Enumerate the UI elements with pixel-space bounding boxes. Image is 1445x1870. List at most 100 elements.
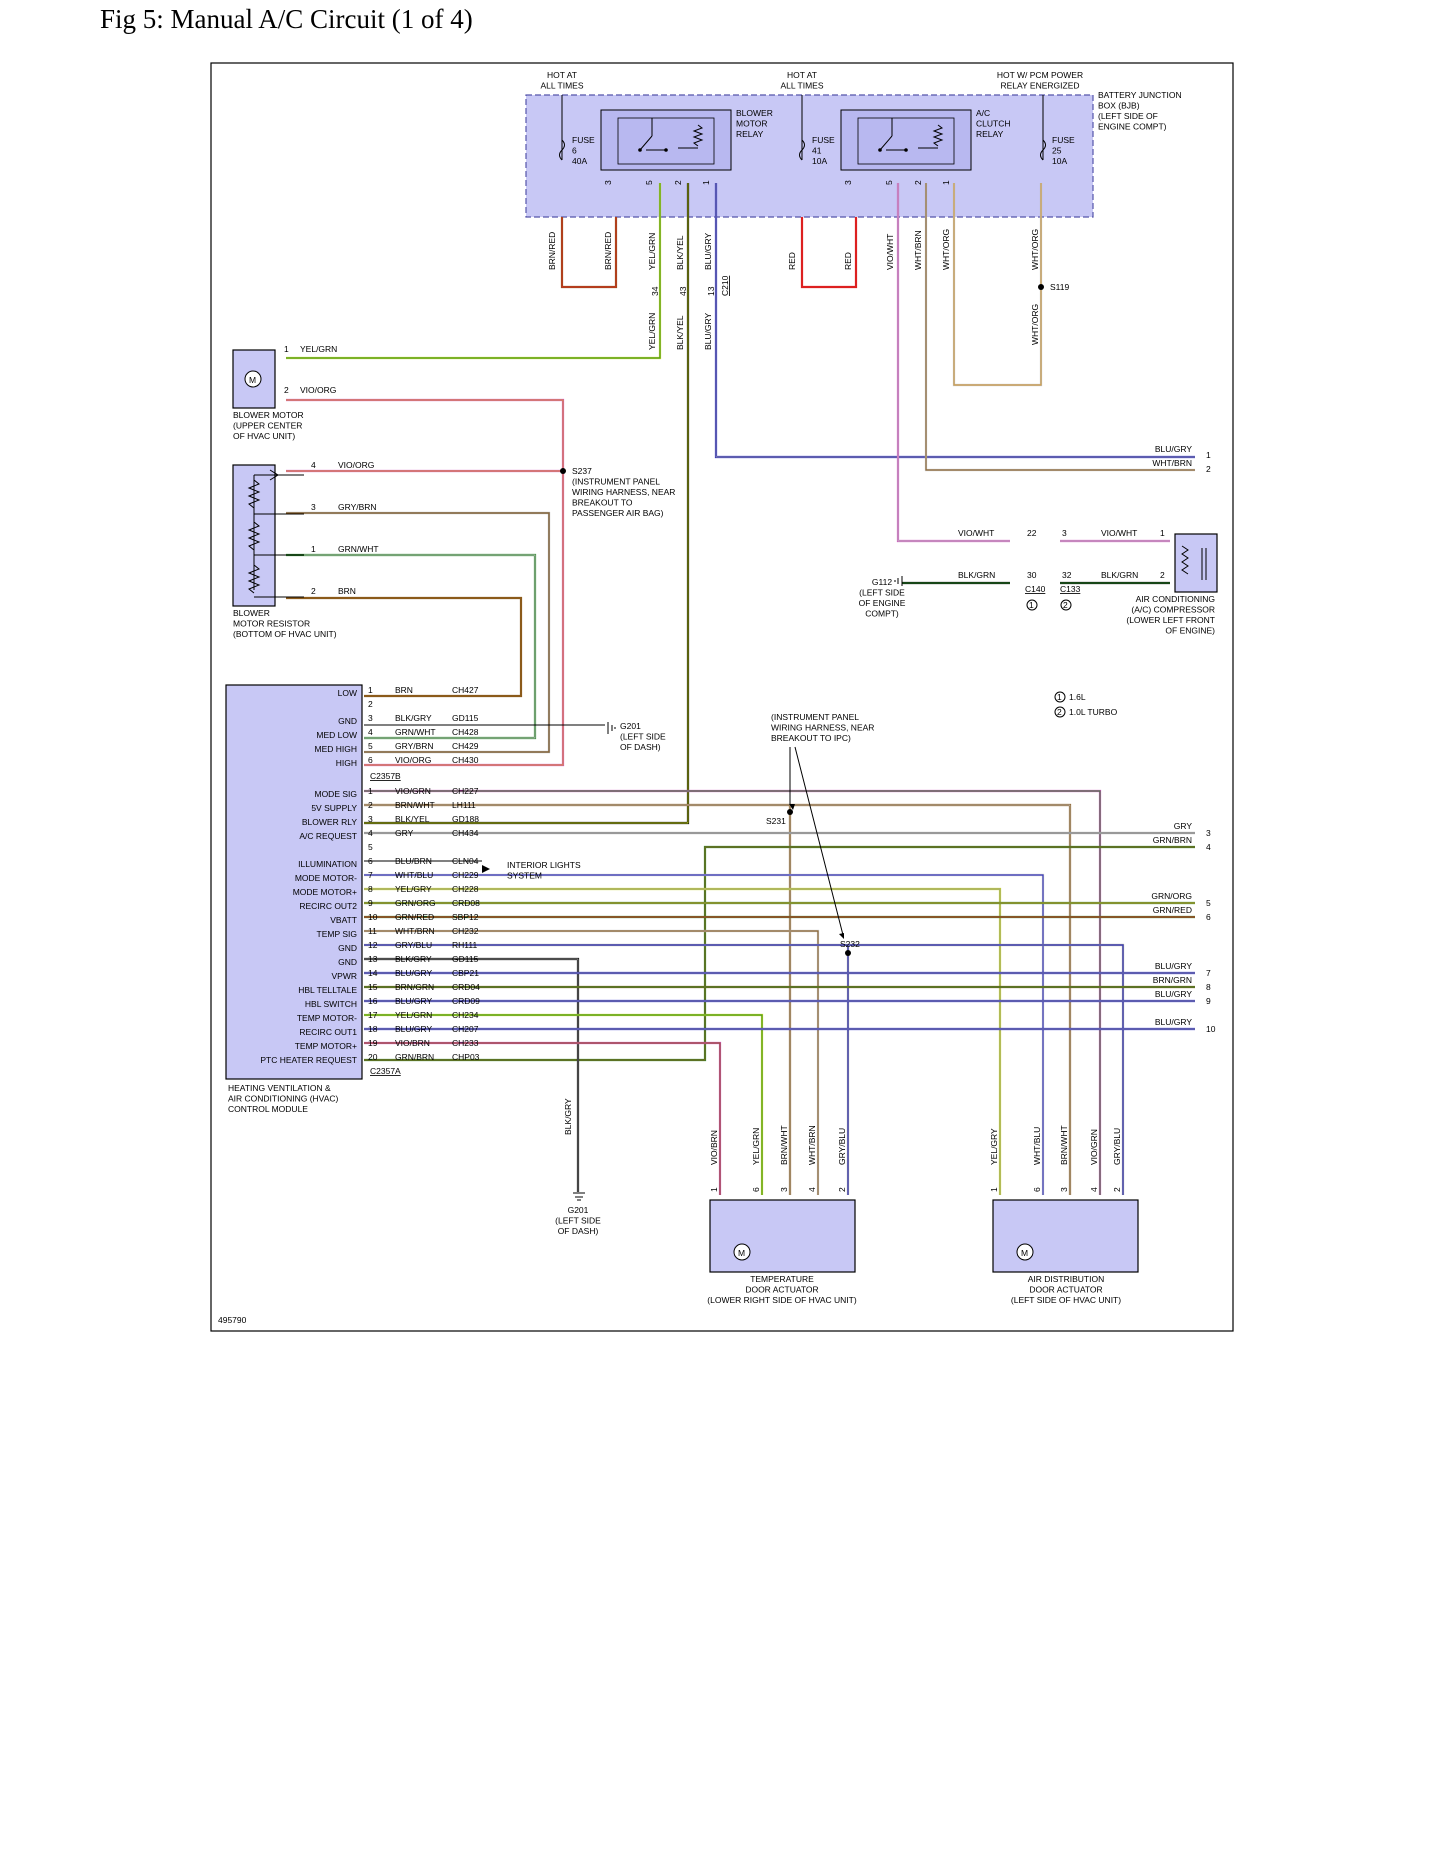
hvac-a-wire-14: BLU/GRY	[395, 968, 432, 978]
air-act-pin-1: 1	[989, 1187, 999, 1192]
fuse-25-icon	[1040, 139, 1046, 161]
hvac-a-circuit-17: CH234	[452, 1010, 479, 1020]
c210-wire-2: BLK/YEL	[675, 315, 685, 350]
blower-motor: M	[232, 349, 276, 409]
hvac-b-pin-2: 2	[368, 699, 373, 709]
bjb-wire-label-7: VIO/WHT	[885, 234, 895, 270]
hvac-b-wire-1: BRN	[395, 685, 413, 695]
hvac-a-wire-12: GRY/BLU	[395, 940, 432, 950]
air-act-pin-6: 6	[1032, 1187, 1042, 1192]
temp-act-wire-1: VIO/BRN	[709, 1130, 719, 1165]
hvac-a-wire-8: YEL/GRY	[395, 884, 432, 894]
ac-relay-pin-2: 2	[913, 180, 923, 185]
bjb-wire-label-6: RED	[843, 252, 853, 270]
temp-act-pin-4: 4	[807, 1187, 817, 1192]
out-wire-8: BRN/GRN	[1153, 975, 1192, 985]
out-top-num-1: 1	[1206, 450, 1211, 460]
out-wire-6: GRN/RED	[1153, 905, 1192, 915]
hvac-a-pin-15: 15	[368, 982, 378, 992]
g201-bottom-ground-icon	[573, 1192, 585, 1201]
hvac-a-circuit-10: SBP12	[452, 912, 479, 922]
air-act-pin-2: 2	[1112, 1187, 1122, 1192]
hvac-a-pin-19: 19	[368, 1038, 378, 1048]
resistor-pin-3: 3	[311, 502, 316, 512]
hvac-a-circuit-2: LH111	[452, 800, 476, 810]
hvac-a-wire-11: WHT/BRN	[395, 926, 435, 936]
hvac-a-func-2: 5V SUPPLY	[311, 803, 357, 813]
temp-act-pin-3: 3	[779, 1187, 789, 1192]
hvac-a-func-18: RECIRC OUT1	[299, 1027, 357, 1037]
s119-splice	[1038, 284, 1044, 290]
air-act-wire-1: YEL/GRY	[989, 1128, 999, 1165]
wire-a17-yel-grn	[364, 1013, 764, 1195]
c133-label: C133	[1060, 584, 1081, 594]
wire-a19-vio-brn	[364, 1041, 722, 1195]
hvac-a-func-6: ILLUMINATION	[298, 859, 357, 869]
hvac-a-wire-7: WHT/BLU	[395, 870, 433, 880]
comp-c140-1: 22	[1027, 528, 1037, 538]
air-act-wire-2: WHT/BLU	[1032, 1127, 1042, 1165]
out-wire-10: BLU/GRY	[1155, 1017, 1192, 1027]
hvac-a-func-7: MODE MOTOR-	[295, 873, 357, 883]
hvac-b-wire-3: BLK/GRY	[395, 713, 432, 723]
hvac-a-pin-14: 14	[368, 968, 378, 978]
c210-label: C210	[720, 275, 730, 296]
fuse-41-icon	[799, 139, 805, 161]
s231-label: S231	[766, 816, 786, 826]
wire-wht-brn-out2	[924, 183, 1195, 472]
hvac-a-pin-3: 3	[368, 814, 373, 824]
temp-act-pin-2: 2	[837, 1187, 847, 1192]
hvac-b-wire-4: GRN/WHT	[395, 727, 436, 737]
wire-a8-yel-gry	[364, 887, 1002, 1195]
ac-clutch-relay	[840, 109, 972, 171]
hvac-b-circuit-4: CH428	[452, 727, 479, 737]
ac-compressor	[1174, 533, 1218, 593]
hvac-a-circuit-1: CH227	[452, 786, 479, 796]
hvac-b-circuit-6: CH430	[452, 755, 479, 765]
hvac-a-circuit-6: CLN04	[452, 856, 479, 866]
hvac-b-circuit-5: CH429	[452, 741, 479, 751]
blower-relay-pin-1: 1	[701, 180, 711, 185]
blower-motor-pin1: 1	[284, 344, 289, 354]
hvac-a-func-8: MODE MOTOR+	[293, 887, 357, 897]
hvac-b-circuit-1: CH427	[452, 685, 479, 695]
hvac-a-circuit-4: CH434	[452, 828, 479, 838]
hvac-a-circuit-7: CH229	[452, 870, 479, 880]
c210-pin-43: 43	[678, 286, 688, 296]
bjb-wire-label-1: BRN/RED	[603, 232, 613, 270]
legend-num-2: 2	[1057, 707, 1062, 717]
blower-motor-wire1: YEL/GRN	[300, 344, 337, 354]
hvac-a-pin-7: 7	[368, 870, 373, 880]
air-act-wire-4: VIO/GRN	[1089, 1129, 1099, 1165]
wire-grn-wht-resistor1	[286, 553, 537, 740]
bjb-wire-label-5: RED	[787, 252, 797, 270]
legend-num-1: 1	[1057, 692, 1062, 702]
out-num-9: 9	[1206, 996, 1211, 1006]
hvac-b-func-5: MED HIGH	[315, 744, 358, 754]
bjb-wire-label-2: YEL/GRN	[647, 233, 657, 270]
s232-splice	[845, 950, 851, 956]
hvac-a-wire-18: BLU/GRY	[395, 1024, 432, 1034]
hvac-a-pin-20: 20	[368, 1052, 378, 1062]
wire-yel-grn-blower	[286, 183, 662, 360]
hvac-a-circuit-12: RH111	[452, 940, 477, 950]
hvac-a-wire-2: BRN/WHT	[395, 800, 435, 810]
bjb-wire-label-3: BLK/YEL	[675, 235, 685, 270]
hvac-a-circuit-16: CRD09	[452, 996, 480, 1006]
g112-ground-icon	[894, 576, 903, 586]
hvac-a-wire-1: VIO/GRN	[395, 786, 431, 796]
hvac-a-wire-9: GRN/ORG	[395, 898, 436, 908]
hvac-a-pin-6: 6	[368, 856, 373, 866]
hvac-a-pin-1: 1	[368, 786, 373, 796]
hvac-b-wire-5: GRY/BRN	[395, 741, 434, 751]
bjb-wire-label-4: BLU/GRY	[703, 233, 713, 270]
wire-a7-wht-blu	[364, 873, 1045, 1195]
wire-brn-resistor2	[286, 596, 523, 698]
